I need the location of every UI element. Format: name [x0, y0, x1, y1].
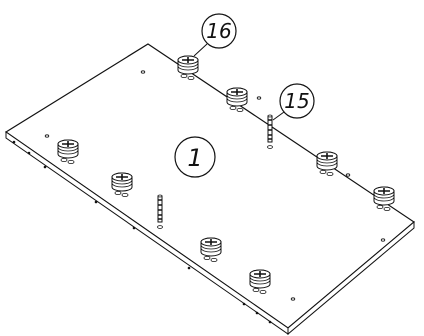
surface-holes: [44, 70, 386, 301]
panel-right-edge: [287, 220, 415, 336]
edge-holes: [12, 140, 272, 324]
panel: [4, 43, 415, 336]
callout-label-16: 16: [206, 19, 231, 43]
callout-15: 15: [272, 83, 315, 121]
panel-number: 1: [187, 144, 202, 172]
panel-label: 1: [174, 136, 216, 178]
panel-top-face: [4, 43, 415, 329]
callout-label-15: 15: [284, 89, 309, 113]
callout-16: 16: [193, 13, 237, 57]
